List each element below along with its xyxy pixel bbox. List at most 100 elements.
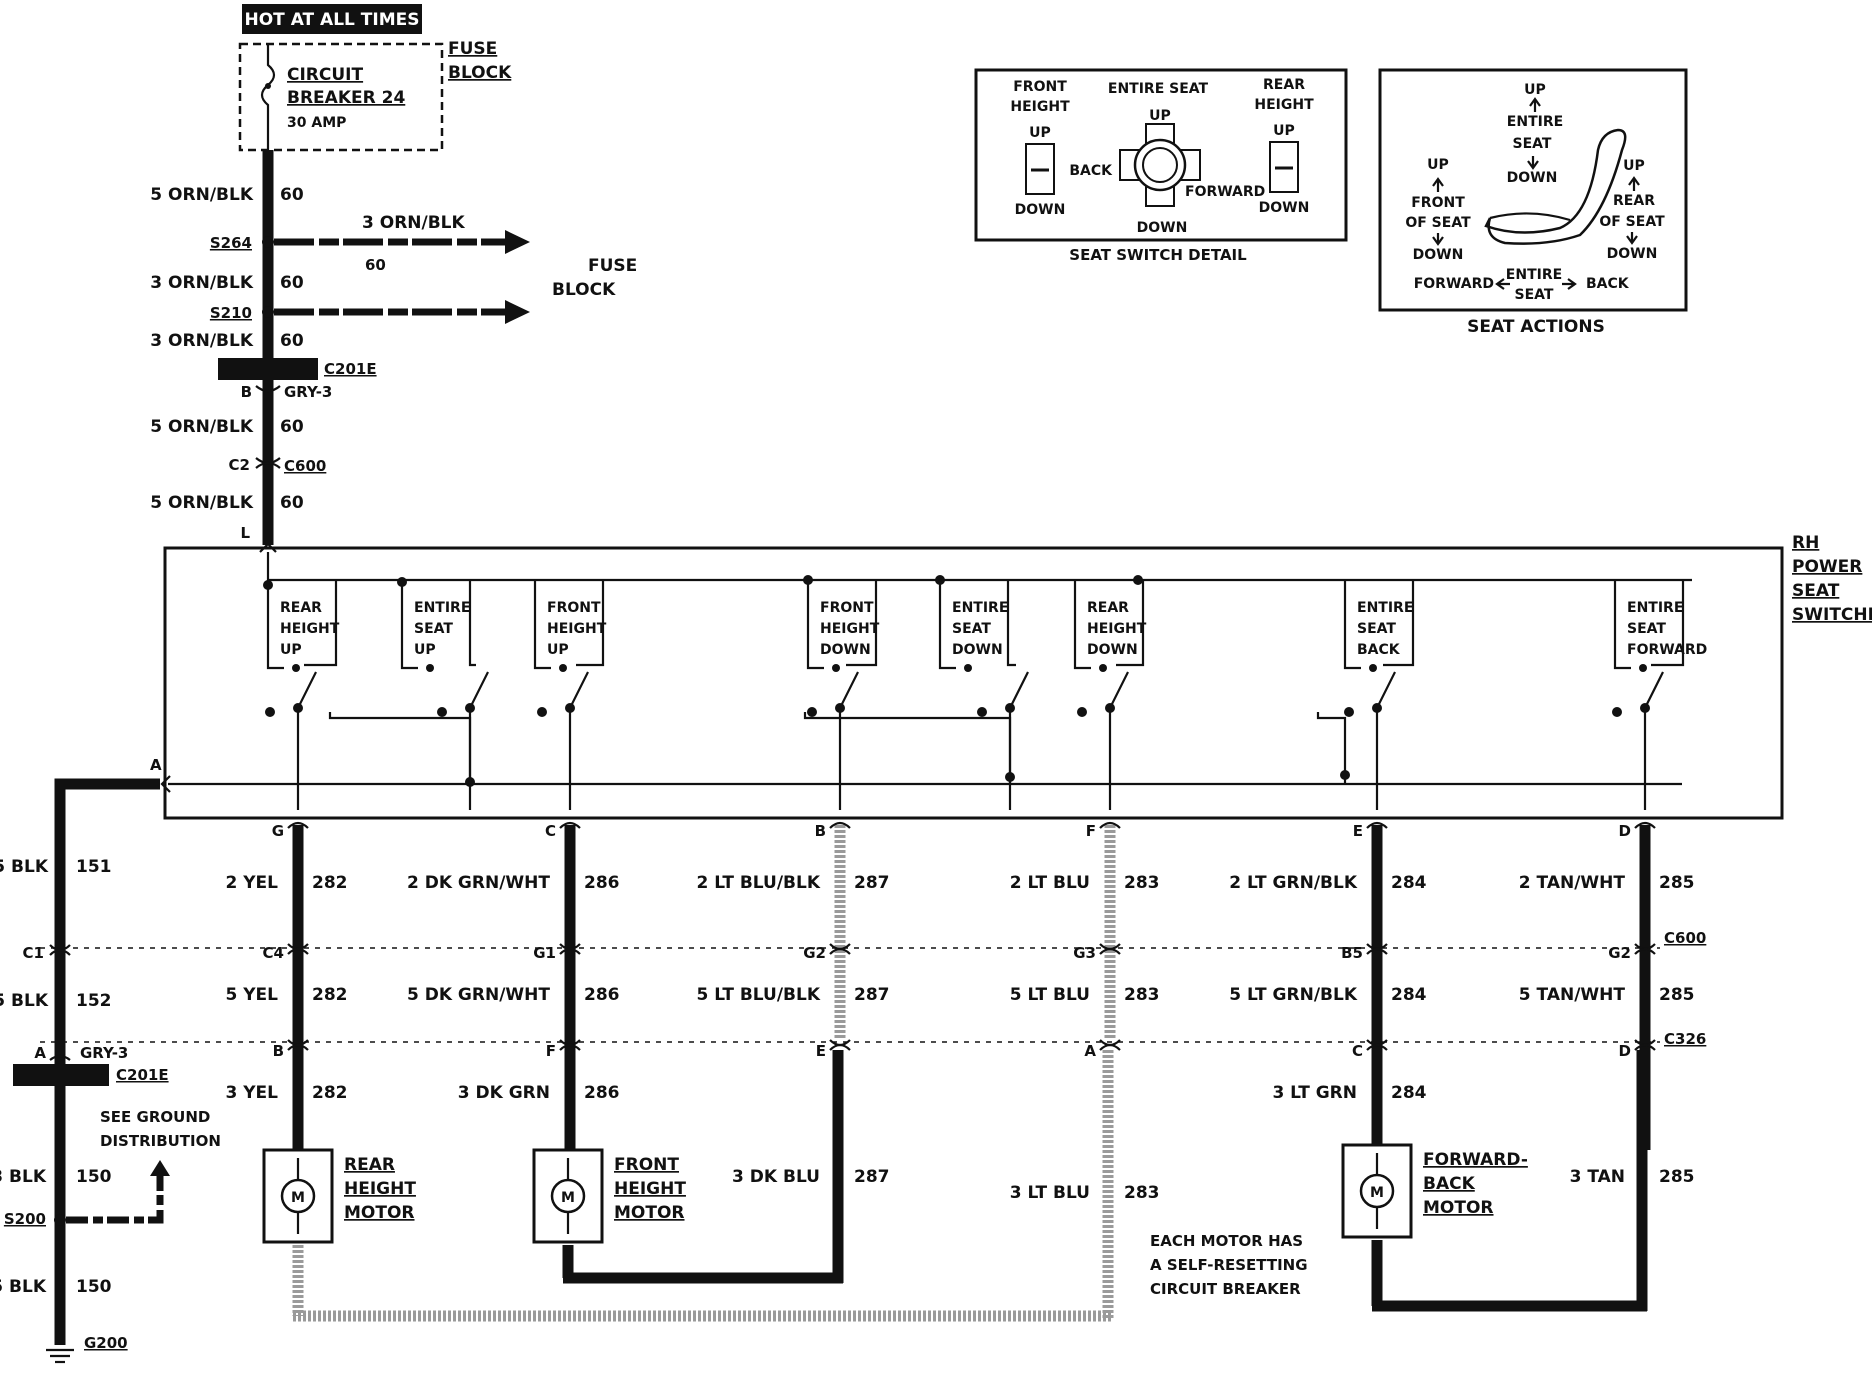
c326-pin: B bbox=[273, 1042, 284, 1060]
c600-pin: C4 bbox=[263, 944, 284, 962]
circ-seg3: 287 bbox=[854, 1167, 890, 1187]
switch-contact-top bbox=[1369, 664, 1377, 672]
c600-pin-mark-b bbox=[1634, 947, 1656, 955]
feed-wire-label-3: 3 ORN/BLK bbox=[150, 331, 254, 351]
ssd-entire-knob-inner bbox=[1142, 147, 1178, 183]
c600-pin: G3 bbox=[1073, 944, 1096, 962]
motor-label-line: BACK bbox=[1423, 1174, 1476, 1194]
switch-blade bbox=[839, 671, 859, 709]
motor-symbol-icon bbox=[1359, 1173, 1395, 1209]
motors: MREARHEIGHTMOTORMFRONTHEIGHTMOTORMFORWAR… bbox=[262, 1143, 1528, 1244]
switch-label-line: DOWN bbox=[820, 642, 871, 658]
splice-s200-dot bbox=[54, 1214, 66, 1226]
wire-seg2: 5 TAN/WHT bbox=[1519, 985, 1626, 1005]
gnd-circ-3: 150 bbox=[76, 1167, 112, 1187]
switch-label-line: HEIGHT bbox=[547, 621, 607, 637]
ground-link-2 bbox=[1316, 712, 1347, 784]
c326-pin-mark-b bbox=[829, 1043, 851, 1051]
switch-label-line: DOWN bbox=[952, 642, 1003, 658]
motor-m-glyph: M bbox=[561, 1190, 575, 1206]
gnd-c201e-block bbox=[13, 1064, 109, 1086]
motor-label-line: HEIGHT bbox=[614, 1179, 686, 1199]
motor-symbol-icon bbox=[280, 1178, 316, 1214]
module-pin-mark bbox=[1366, 821, 1388, 829]
c326-pin: D bbox=[1619, 1042, 1631, 1060]
splice-s210: S210 bbox=[210, 304, 252, 322]
branch-wire-label: 3 ORN/BLK bbox=[362, 213, 466, 233]
breaker-name-2: BREAKER 24 bbox=[287, 88, 405, 108]
c600-top-name: C600 bbox=[284, 457, 326, 475]
switch-blade bbox=[1109, 671, 1129, 709]
motor-note-1: EACH MOTOR HAS bbox=[1150, 1232, 1303, 1250]
c600-top-pin-mark-2 bbox=[255, 461, 281, 469]
breaker-name-1: CIRCUIT bbox=[287, 65, 363, 85]
rh-title-1: RH bbox=[1792, 533, 1819, 553]
gnd-wire-2: 5 BLK bbox=[0, 991, 49, 1011]
switch-label-line: ENTIRE bbox=[1357, 600, 1413, 616]
c600-pin-mark-b bbox=[1099, 947, 1121, 955]
switch-right-line bbox=[1116, 580, 1145, 667]
c201e-top-color: GRY-3 bbox=[284, 383, 332, 401]
switch-contact-top bbox=[964, 664, 972, 672]
sa-front-down-arrow bbox=[1432, 233, 1444, 246]
feed-circuit-label-1: 60 bbox=[280, 185, 304, 205]
breaker-amp: 30 AMP bbox=[287, 115, 346, 131]
motor-label-line: FRONT bbox=[614, 1155, 679, 1175]
sa-entire-2: SEAT bbox=[1513, 136, 1552, 152]
ssd-front-rocker bbox=[1025, 143, 1055, 195]
switch-contact-lower bbox=[437, 707, 447, 717]
switch-feed-line bbox=[806, 580, 824, 670]
breaker-contact bbox=[265, 83, 271, 89]
switch-right-line bbox=[846, 580, 878, 667]
module-pin: D bbox=[1619, 822, 1631, 840]
switch-right-line bbox=[1651, 580, 1685, 667]
rh-title-3: SEAT bbox=[1792, 581, 1840, 601]
c600-pin-mark-b bbox=[287, 947, 309, 955]
sa-rear-up: UP bbox=[1623, 158, 1645, 174]
wire-seg3: 3 DK BLU bbox=[732, 1167, 820, 1187]
gnd-circ-4: 150 bbox=[76, 1277, 112, 1297]
switch-groups: REARHEIGHTUPENTIRESEATUPFRONTHEIGHTUPFRO… bbox=[265, 580, 1707, 810]
sa-forward: FORWARD bbox=[1414, 276, 1494, 292]
seat-switch-detail-box bbox=[974, 68, 1348, 242]
circ-seg2: 285 bbox=[1659, 985, 1695, 1005]
wire-seg2: 5 LT GRN/BLK bbox=[1229, 985, 1358, 1005]
c600-name: C600 bbox=[1664, 929, 1706, 947]
splice-s264-dot bbox=[262, 236, 274, 248]
hot-banner-box bbox=[242, 4, 422, 34]
ssd-back: BACK bbox=[1069, 163, 1113, 179]
sa-rear-down-arrow bbox=[1626, 232, 1638, 245]
switch-right-line bbox=[468, 580, 476, 667]
switch-blade bbox=[469, 671, 489, 709]
c201e-top-pin-mark bbox=[255, 385, 281, 393]
switch-contact-top bbox=[292, 664, 300, 672]
ground-link-1 bbox=[803, 712, 1012, 784]
c326-name: C326 bbox=[1664, 1030, 1706, 1048]
wire-seg1: 2 LT GRN/BLK bbox=[1229, 873, 1358, 893]
c600-pin-mark-b bbox=[1366, 947, 1388, 955]
branch-arrow-2 bbox=[505, 300, 530, 324]
seat-cushion-line bbox=[1489, 212, 1571, 222]
ssd-front-height-2: HEIGHT bbox=[1010, 99, 1070, 115]
switch-label-line: ENTIRE bbox=[1627, 600, 1683, 616]
sa-entire-1: ENTIRE bbox=[1507, 114, 1563, 130]
c326-pin: F bbox=[546, 1042, 556, 1060]
c600-pin: G2 bbox=[803, 944, 826, 962]
circ-seg2: 284 bbox=[1391, 985, 1427, 1005]
switch-label-line: BACK bbox=[1357, 642, 1401, 658]
circ-seg2: 282 bbox=[312, 985, 348, 1005]
c326-pin: E bbox=[816, 1042, 826, 1060]
sa-forward-arrow bbox=[1495, 278, 1510, 290]
splice-s210-dot bbox=[262, 306, 274, 318]
c600-pin-mark-b bbox=[829, 947, 851, 955]
rh-title-2: POWER bbox=[1792, 557, 1862, 577]
switch-label-line: HEIGHT bbox=[1087, 621, 1147, 637]
sa-back-arrow bbox=[1562, 278, 1577, 290]
ssd-entire-seat: ENTIRE SEAT bbox=[1108, 81, 1209, 97]
switch-contact-top bbox=[1639, 664, 1647, 672]
ssd-front-up: UP bbox=[1029, 125, 1051, 141]
ssd-forward: FORWARD bbox=[1185, 184, 1265, 200]
